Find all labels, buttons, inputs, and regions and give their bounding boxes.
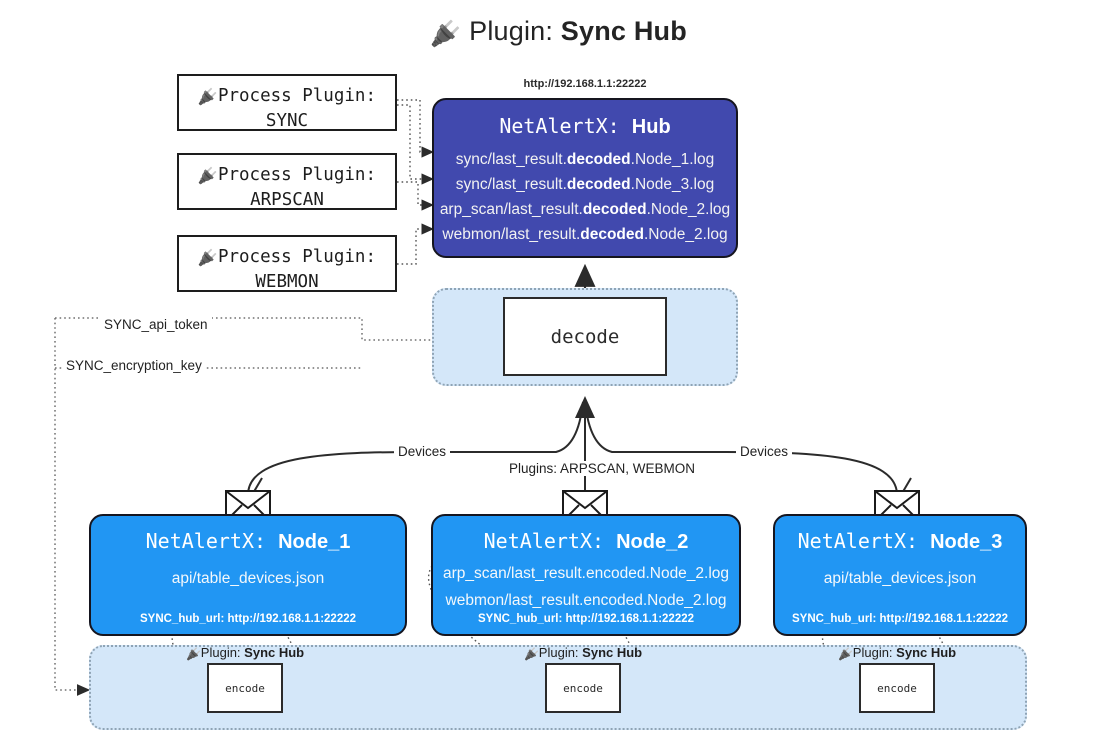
hub-log-post: .Node_1.log xyxy=(630,151,715,168)
node-2[interactable]: NetAlertX: Node_2 arp_scan/last_result.e… xyxy=(431,514,741,636)
process-plugin-name: SYNC xyxy=(265,111,309,131)
node-title-name: Node_2 xyxy=(616,531,689,553)
hub-log-post: .Node_2.log xyxy=(646,201,731,218)
decode-box[interactable]: decode xyxy=(503,297,667,376)
hub-log-bold: decoded xyxy=(566,151,631,168)
node-title-name: Node_1 xyxy=(278,531,351,553)
process-plugin-label: Process Plugin: xyxy=(217,247,376,267)
node-title-prefix: NetAlertX: xyxy=(797,529,919,553)
hub-log-bold: decoded xyxy=(582,201,647,218)
node-title-prefix: NetAlertX: xyxy=(145,529,267,553)
hub-title-prefix: NetAlertX: xyxy=(499,114,620,138)
node-title: NetAlertX: Node_2 xyxy=(433,529,739,554)
plug-icon: 🔌 xyxy=(198,248,218,267)
encoder-caption-value: Sync Hub xyxy=(582,645,643,660)
node-line: webmon/last_result.encoded.Node_2.log xyxy=(445,592,727,609)
plug-icon: 🔌 xyxy=(523,647,539,661)
encoder-caption-2: 🔌Plugin: Sync Hub xyxy=(503,645,663,661)
sync-api-token-label: SYNC_api_token xyxy=(100,317,212,332)
hub-log-row: arp_scan/last_result.decoded.Node_2.log xyxy=(434,197,736,222)
node-footer: SYNC_hub_url: http://192.168.1.1:22222 xyxy=(477,613,695,625)
node-title-prefix: NetAlertX: xyxy=(483,529,605,553)
hub-url-label: http://192.168.1.1:22222 xyxy=(523,78,647,90)
decode-label: decode xyxy=(550,325,620,348)
hub-log-pre: arp_scan/last_result. xyxy=(439,201,583,218)
node-line: api/table_devices.json xyxy=(823,570,977,587)
node-footer: SYNC_hub_url: http://192.168.1.1:22222 xyxy=(139,613,357,625)
plug-icon: 🔌 xyxy=(185,647,201,661)
plug-icon: 🔌 xyxy=(837,647,853,661)
encoder-caption-value: Sync Hub xyxy=(244,645,305,660)
plug-icon: 🔌 xyxy=(198,166,218,185)
page-title-value: Sync Hub xyxy=(560,16,687,46)
encode-label: encode xyxy=(225,681,265,695)
hub-title-name: Hub xyxy=(631,116,671,138)
hub-log-row: sync/last_result.decoded.Node_3.log xyxy=(434,172,736,197)
hub-log-pre: sync/last_result. xyxy=(455,151,567,168)
process-plugin-label: Process Plugin: xyxy=(217,86,376,106)
node-title: NetAlertX: Node_1 xyxy=(91,529,405,554)
hub-log-bold: decoded xyxy=(580,226,644,243)
node-footer: SYNC_hub_url: http://192.168.1.1:22222 xyxy=(791,613,1009,625)
encoder-caption-value: Sync Hub xyxy=(896,645,957,660)
process-plugin-webmon[interactable]: 🔌Process Plugin: WEBMON xyxy=(177,235,397,292)
encode-label: encode xyxy=(877,681,917,695)
process-plugin-sync[interactable]: 🔌Process Plugin: SYNC xyxy=(177,74,397,131)
encoder-caption-label: Plugin: xyxy=(538,645,579,660)
node-title-name: Node_3 xyxy=(930,531,1003,553)
page-title: 🔌 Plugin: Sync Hub xyxy=(0,16,1117,48)
encoder-caption-1: 🔌Plugin: Sync Hub xyxy=(165,645,325,661)
node-line: api/table_devices.json xyxy=(171,570,325,587)
encode-box-2[interactable]: encode xyxy=(545,663,621,713)
hub-node[interactable]: NetAlertX: Hub sync/last_result.decoded.… xyxy=(432,98,738,258)
node-title: NetAlertX: Node_3 xyxy=(775,529,1025,554)
encoder-caption-label: Plugin: xyxy=(852,645,893,660)
hub-log-pre: webmon/last_result. xyxy=(442,226,581,243)
hub-log-row: webmon/last_result.decoded.Node_2.log xyxy=(434,222,736,247)
hub-log-pre: sync/last_result. xyxy=(455,176,567,193)
devices-right-label: Devices xyxy=(736,444,793,459)
encoder-caption-label: Plugin: xyxy=(200,645,241,660)
encode-box-3[interactable]: encode xyxy=(859,663,935,713)
node-3[interactable]: NetAlertX: Node_3 api/table_devices.json… xyxy=(773,514,1027,636)
process-plugin-arpscan[interactable]: 🔌Process Plugin: ARPSCAN xyxy=(177,153,397,210)
encode-box-1[interactable]: encode xyxy=(207,663,283,713)
plug-icon: 🔌 xyxy=(198,87,218,106)
hub-title: NetAlertX: Hub xyxy=(434,114,736,139)
encode-label: encode xyxy=(563,681,603,695)
hub-log-bold: decoded xyxy=(566,176,631,193)
page-title-label: Plugin: xyxy=(469,16,554,46)
devices-left-label: Devices xyxy=(394,444,451,459)
node-1[interactable]: NetAlertX: Node_1 api/table_devices.json… xyxy=(89,514,407,636)
process-plugin-label: Process Plugin: xyxy=(217,165,376,185)
hub-log-row: sync/last_result.decoded.Node_1.log xyxy=(434,147,736,172)
plugins-center-label: Plugins: ARPSCAN, WEBMON xyxy=(505,461,700,476)
hub-log-post: .Node_2.log xyxy=(643,226,728,243)
plug-icon: 🔌 xyxy=(430,20,462,48)
process-plugin-name: WEBMON xyxy=(255,272,319,292)
sync-encryption-key-label: SYNC_encryption_key xyxy=(62,358,206,373)
hub-log-post: .Node_3.log xyxy=(630,176,715,193)
node-line: arp_scan/last_result.encoded.Node_2.log xyxy=(442,565,730,582)
encoder-caption-3: 🔌Plugin: Sync Hub xyxy=(817,645,977,661)
process-plugin-name: ARPSCAN xyxy=(250,190,324,210)
